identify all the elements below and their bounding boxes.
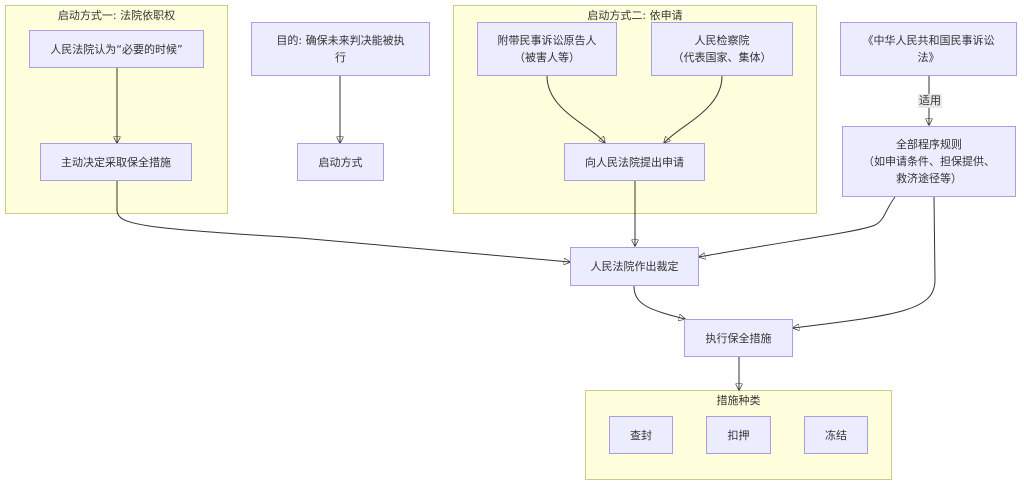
node-purpose[interactable]: 目的: 确保未来判决能被执 行 (251, 22, 430, 76)
node-court-ruling[interactable]: 人民法院作出裁定 (570, 247, 699, 286)
node-procuratorate[interactable]: 人民检察院 （代表国家、集体） (651, 22, 793, 76)
node-civil-procedure-law[interactable]: 《中华人民共和国民事诉讼 法》 (840, 22, 1017, 76)
node-start-method[interactable]: 启动方式 (297, 143, 384, 181)
edge-rules-to-execute (793, 196, 936, 328)
node-court-decides-measures[interactable]: 主动决定采取保全措施 (40, 143, 192, 181)
node-all-procedure-rules[interactable]: 全部程序规则 （如申请条件、担保提供、 救济途径等） (842, 126, 1016, 197)
edge-label-applies: 适用 (918, 94, 942, 108)
edge-ruling-to-execute (633, 285, 685, 319)
cluster-title: 措施种类 (716, 394, 761, 407)
node-seize[interactable]: 扣押 (706, 416, 771, 454)
node-apply-to-court[interactable]: 向人民法院提出申请 (564, 143, 705, 181)
edge-plaintiff-to-apply (546, 75, 605, 143)
cluster-title: 启动方式一: 法院依职权 (57, 9, 176, 22)
node-execute-measures[interactable]: 执行保全措施 (684, 319, 793, 357)
edge-procuratorate-to-apply (664, 75, 723, 143)
edge-rules-to-ruling (699, 196, 896, 257)
node-seal-up[interactable]: 查封 (609, 416, 673, 454)
node-civil-plaintiff[interactable]: 附带民事诉讼原告人 （被害人等） (477, 22, 617, 76)
node-freeze[interactable]: 冻结 (804, 416, 868, 454)
node-court-deems-necessary[interactable]: 人民法院认为“必要的时候” (29, 30, 204, 68)
cluster-title: 启动方式二: 依申请 (587, 9, 683, 22)
edge-decides-to-ruling (116, 181, 570, 262)
